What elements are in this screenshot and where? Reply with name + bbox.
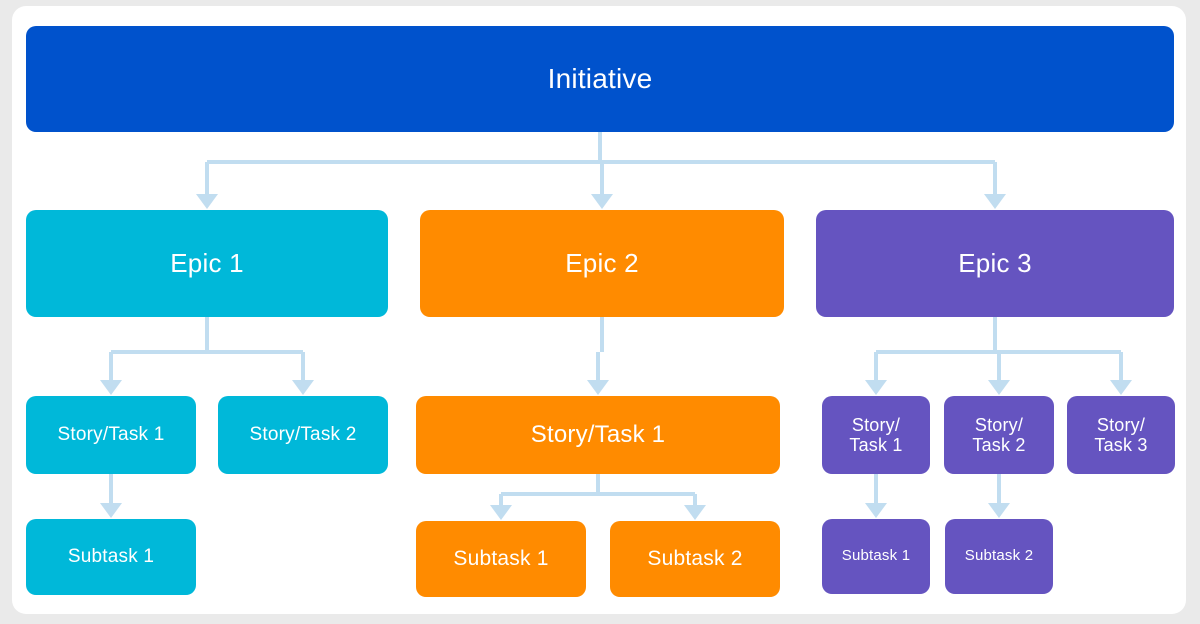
node-epic-1-subtask-1[interactable]: Subtask 1 bbox=[26, 519, 196, 595]
node-epic-2-subtask-1[interactable]: Subtask 1 bbox=[416, 521, 586, 597]
node-epic-3[interactable]: Epic 3 bbox=[816, 210, 1174, 317]
node-epic-2-subtask-2[interactable]: Subtask 2 bbox=[610, 521, 780, 597]
node-epic-3-story-3[interactable]: Story/ Task 3 bbox=[1067, 396, 1175, 474]
node-epic-3-subtask-1[interactable]: Subtask 1 bbox=[822, 519, 930, 594]
node-initiative[interactable]: Initiative bbox=[26, 26, 1174, 132]
node-epic-2[interactable]: Epic 2 bbox=[420, 210, 784, 317]
node-epic-1-story-1[interactable]: Story/Task 1 bbox=[26, 396, 196, 474]
node-epic-3-story-2[interactable]: Story/ Task 2 bbox=[944, 396, 1054, 474]
node-epic-1-story-2[interactable]: Story/Task 2 bbox=[218, 396, 388, 474]
node-epic-2-story-1[interactable]: Story/Task 1 bbox=[416, 396, 780, 474]
node-epic-1[interactable]: Epic 1 bbox=[26, 210, 388, 317]
node-epic-3-story-1[interactable]: Story/ Task 1 bbox=[822, 396, 930, 474]
node-epic-3-subtask-2[interactable]: Subtask 2 bbox=[945, 519, 1053, 594]
